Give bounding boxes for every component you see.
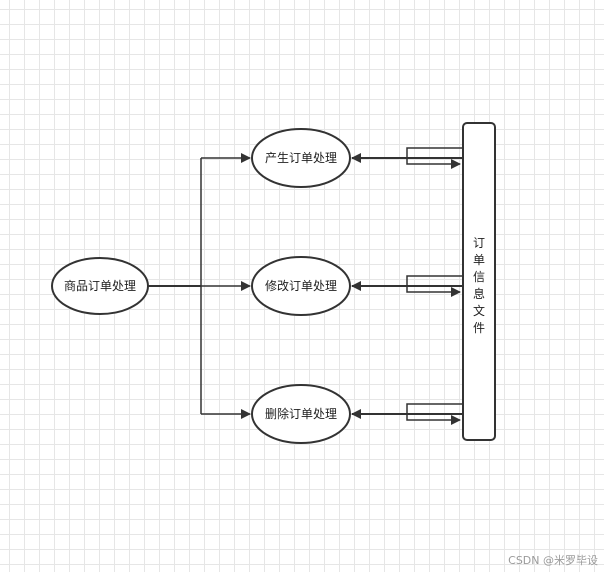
datastore-label-char: 文 xyxy=(473,303,485,318)
datastore-label-char: 单 xyxy=(473,253,485,267)
process-label-delete: 删除订单处理 xyxy=(265,406,337,421)
datastore-order-info-file[interactable]: 订 单 信 息 文 件 xyxy=(462,122,496,441)
datastore-label-char: 件 xyxy=(473,321,485,335)
datastore-label-char: 信 xyxy=(473,270,485,284)
datastore-label-char: 订 xyxy=(473,236,485,250)
process-label-create: 产生订单处理 xyxy=(265,151,337,165)
process-node-modify[interactable]: 修改订单处理 xyxy=(251,256,351,316)
process-node-delete[interactable]: 删除订单处理 xyxy=(251,384,351,444)
watermark: CSDN @米罗毕设 xyxy=(508,554,598,567)
source-node[interactable]: 商品订单处理 xyxy=(51,257,149,315)
process-label-modify: 修改订单处理 xyxy=(265,278,337,293)
flow-modify-datastore xyxy=(351,275,462,297)
flow-create-datastore xyxy=(351,147,462,169)
branch-connector xyxy=(148,158,202,414)
flow-delete-datastore xyxy=(351,403,462,425)
datastore-label-char: 息 xyxy=(473,286,485,301)
process-node-create[interactable]: 产生订单处理 xyxy=(251,128,351,188)
source-node-label: 商品订单处理 xyxy=(64,278,136,293)
